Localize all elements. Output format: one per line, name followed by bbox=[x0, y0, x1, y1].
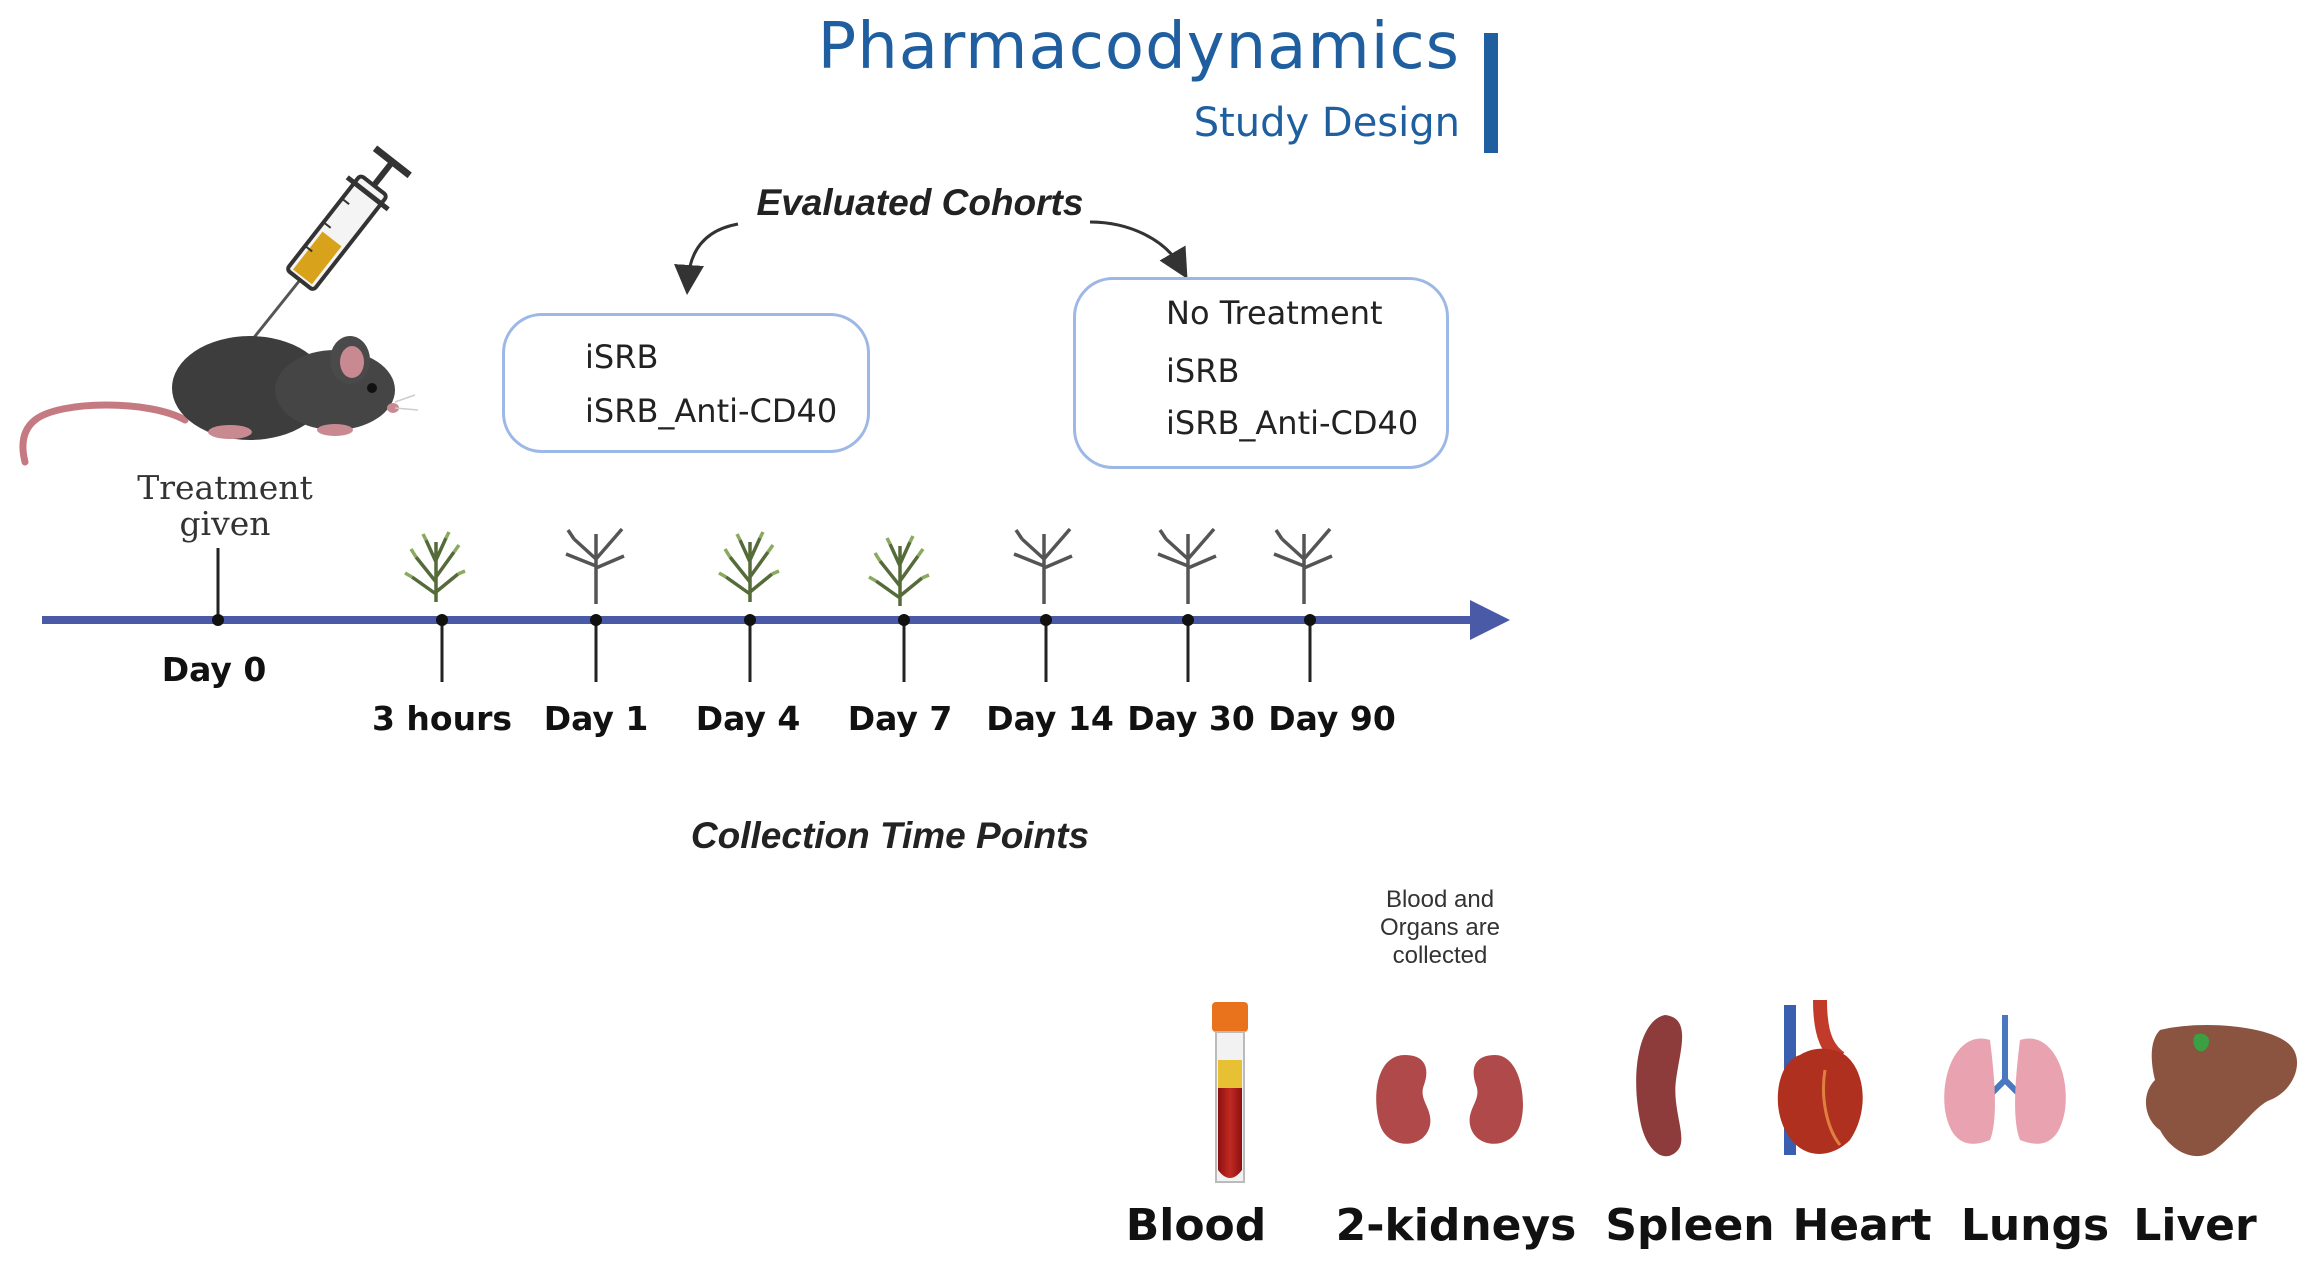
kidney-icon bbox=[1376, 1055, 1523, 1144]
cohort-box-early: iSRB iSRB_Anti-CD40 bbox=[502, 313, 870, 453]
bushy-tree-icon bbox=[868, 535, 930, 606]
organ-label-spleen: Spleen bbox=[1605, 1200, 1775, 1251]
timepoint-label: Day 90 bbox=[1268, 699, 1396, 738]
timepoint-label: Day 7 bbox=[847, 699, 953, 738]
treatment-given-label: Treatment given bbox=[137, 468, 313, 543]
timepoint-label: Day 30 bbox=[1127, 699, 1255, 738]
cohort-item: iSRB_Anti-CD40 bbox=[1166, 404, 1419, 442]
cohorts-heading: Evaluated Cohorts bbox=[756, 182, 1084, 223]
title-accent-bar bbox=[1484, 33, 1498, 153]
day0-label: Day 0 bbox=[161, 650, 267, 689]
cohort-box-late: No Treatment iSRB iSRB_Anti-CD40 bbox=[1073, 277, 1449, 469]
heart-icon bbox=[1777, 999, 1863, 1155]
organ-label-heart: Heart bbox=[1792, 1200, 1932, 1251]
timepoint-label: 3 hours bbox=[371, 699, 513, 738]
timepoint-label: Day 14 bbox=[986, 699, 1114, 738]
tick-day4 bbox=[744, 614, 756, 682]
tick-day14 bbox=[1040, 614, 1052, 682]
bare-tree-icon bbox=[1157, 527, 1217, 604]
tick-day1 bbox=[590, 614, 602, 682]
timepoint-label: Day 1 bbox=[543, 699, 649, 738]
liver-icon bbox=[2145, 1025, 2298, 1157]
syringe-icon bbox=[250, 145, 412, 341]
timepoint-ticks bbox=[436, 614, 1316, 682]
organ-label-lungs: Lungs bbox=[1960, 1200, 2110, 1251]
organ-label-kidneys: 2-kidneys bbox=[1335, 1200, 1577, 1251]
cohort-item: iSRB bbox=[585, 338, 659, 376]
bushy-tree-icon bbox=[718, 531, 780, 602]
bare-tree-icon bbox=[1013, 527, 1073, 604]
organ-label-blood: Blood bbox=[1125, 1200, 1267, 1251]
page-title: Pharmacodynamics bbox=[817, 10, 1460, 84]
tick-day90 bbox=[1304, 614, 1316, 682]
cohort-item: iSRB_Anti-CD40 bbox=[585, 392, 838, 430]
page-subtitle: Study Design bbox=[1193, 100, 1460, 146]
blood-tube-icon bbox=[1212, 1002, 1248, 1183]
organ-label-liver: Liver bbox=[2133, 1200, 2257, 1251]
tick-day30 bbox=[1182, 614, 1194, 682]
cohort-item: iSRB bbox=[1166, 352, 1240, 390]
tick-day7 bbox=[898, 614, 910, 682]
bare-tree-icon bbox=[1273, 527, 1333, 604]
spleen-icon bbox=[1636, 1015, 1683, 1157]
timepoint-label: Day 4 bbox=[695, 699, 801, 738]
collection-caption: Collection Time Points bbox=[690, 815, 1090, 856]
cohort-item: No Treatment bbox=[1166, 294, 1383, 332]
mouse-icon bbox=[19, 336, 419, 466]
tick-3h bbox=[436, 614, 448, 682]
bare-tree-icon bbox=[565, 527, 625, 604]
bushy-tree-icon bbox=[404, 531, 466, 602]
collection-note: Blood and Organs are collected bbox=[1379, 886, 1501, 969]
lungs-icon bbox=[1944, 1015, 2066, 1144]
